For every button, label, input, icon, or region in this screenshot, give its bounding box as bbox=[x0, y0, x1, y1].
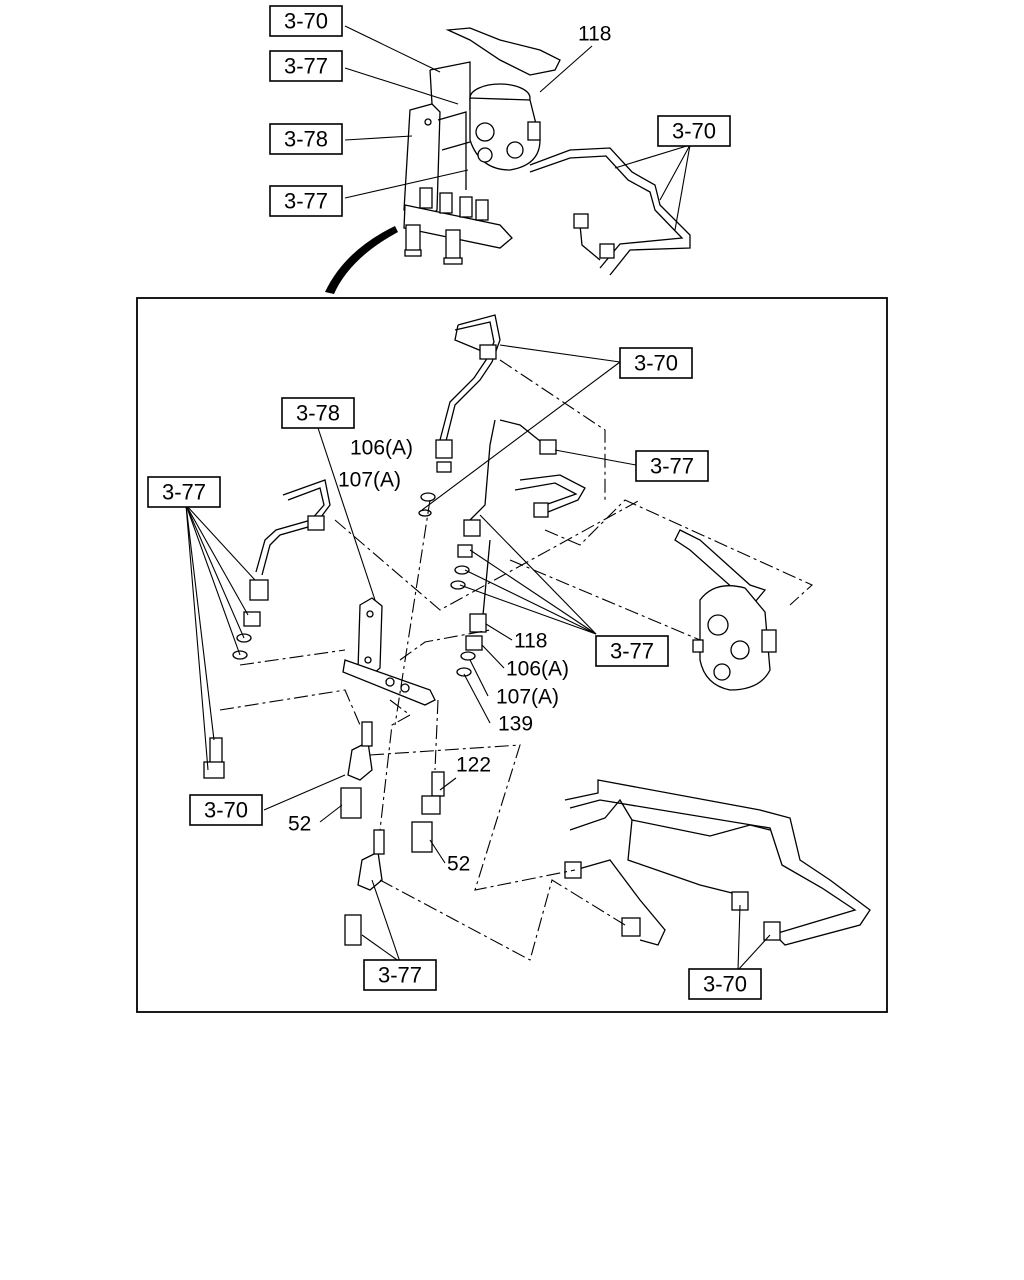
ref-3-77-lower: 3-77 bbox=[269, 185, 343, 217]
ref-3-70-top-label: 3-70 bbox=[284, 9, 328, 34]
num-52-left: 52 bbox=[288, 813, 311, 836]
ref-3-77-top: 3-77 bbox=[269, 50, 343, 82]
ref-3-77-a: 3-77 bbox=[635, 450, 709, 482]
num-52-right: 52 bbox=[447, 853, 470, 876]
overview-assembly bbox=[325, 27, 691, 294]
ref-3-70-left-label: 3-70 bbox=[204, 798, 248, 823]
ref-3-77-left: 3-77 bbox=[147, 476, 221, 508]
ref-3-70-left: 3-70 bbox=[189, 794, 263, 826]
ref-3-70-a-label: 3-70 bbox=[634, 351, 678, 376]
num-122: 122 bbox=[456, 754, 491, 777]
detail-frame bbox=[136, 297, 888, 1013]
ref-3-70-right-label: 3-70 bbox=[672, 119, 716, 144]
ref-3-77-a-label: 3-77 bbox=[650, 454, 694, 479]
ref-3-78: 3-78 bbox=[281, 397, 355, 429]
num-107a: 107(A) bbox=[496, 686, 559, 709]
ref-3-77-b: 3-77 bbox=[595, 635, 669, 667]
ref-3-77-top-label: 3-77 bbox=[284, 54, 328, 79]
ref-3-77-bottom: 3-77 bbox=[363, 959, 437, 991]
ref-3-77-b-label: 3-77 bbox=[610, 639, 654, 664]
num-107a-top: 107(A) bbox=[338, 469, 401, 492]
ref-3-70-top: 3-70 bbox=[269, 5, 343, 37]
num-106a: 106(A) bbox=[506, 658, 569, 681]
ref-3-70-right: 3-70 bbox=[657, 115, 731, 147]
overview-num-118: 118 bbox=[578, 23, 611, 46]
ref-3-78-top: 3-78 bbox=[269, 123, 343, 155]
ref-3-78-top-label: 3-78 bbox=[284, 127, 328, 152]
ref-3-77-left-label: 3-77 bbox=[162, 480, 206, 505]
num-139: 139 bbox=[498, 713, 533, 736]
ref-3-78-label: 3-78 bbox=[296, 401, 340, 426]
num-118: 118 bbox=[514, 630, 547, 653]
ref-3-70-a: 3-70 bbox=[619, 347, 693, 379]
ref-3-70-bottom: 3-70 bbox=[688, 968, 762, 1000]
ref-3-70-bottom-label: 3-70 bbox=[703, 972, 747, 997]
num-106a-top: 106(A) bbox=[350, 437, 413, 460]
ref-3-77-lower-label: 3-77 bbox=[284, 189, 328, 214]
ref-3-77-bottom-label: 3-77 bbox=[378, 963, 422, 988]
